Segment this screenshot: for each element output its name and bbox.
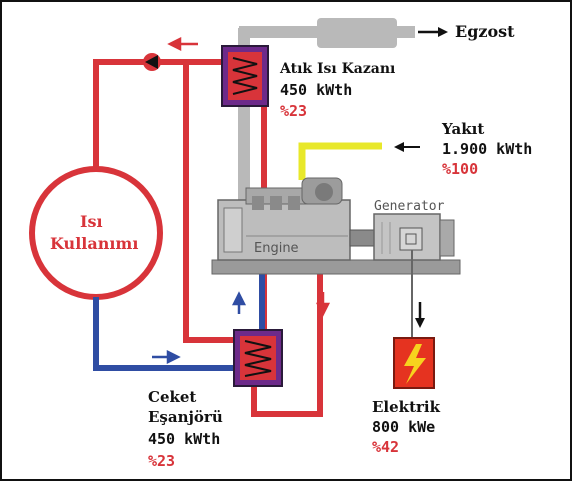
engine-base [211,259,461,275]
electric-box [393,337,435,389]
heat-use-circle [29,166,163,300]
jacket-name-line2: Eşanjörü [148,408,223,426]
cold-supply-pipe [93,264,265,371]
electric-arrow [415,302,425,328]
boiler-name: Atık Isı Kazanı [280,61,396,77]
fuel-percent: %100 [442,160,479,178]
electric-percent: %42 [372,438,400,456]
heat-use-line1: Isı [80,212,103,231]
jacket-percent: %23 [148,452,176,470]
flow-arrow-top [167,36,198,52]
heat-use-line2: Kullanımı [50,234,139,253]
boiler-percent: %23 [280,102,308,120]
waste-heat-boiler [221,45,269,107]
lightning-bolt-icon [404,344,426,384]
electric-name: Elektrik [372,398,440,416]
jacket-heat-exchanger [233,329,283,387]
jacket-name-line1: Ceket [148,388,197,406]
flow-arrow-bottom [152,349,181,365]
electric-value: 800 kWe [372,418,436,436]
boiler-value: 450 kWth [280,81,353,99]
engine-label: Engine [254,241,299,256]
exhaust-arrow [418,27,448,37]
flow-arrow-up [231,291,247,314]
fuel-line [298,142,382,180]
exhaust-label: Egzost [455,22,515,41]
fuel-value: 1.900 kWth [442,140,533,158]
generator-unit [373,213,455,261]
generator-label: Generator [374,199,445,214]
fuel-arrow [394,142,420,152]
flow-arrow-down [315,292,331,317]
engine-block [217,177,351,261]
shaft-coupling [349,229,375,247]
fuel-name: Yakıt [442,120,485,138]
jacket-value: 450 kWth [148,430,221,448]
